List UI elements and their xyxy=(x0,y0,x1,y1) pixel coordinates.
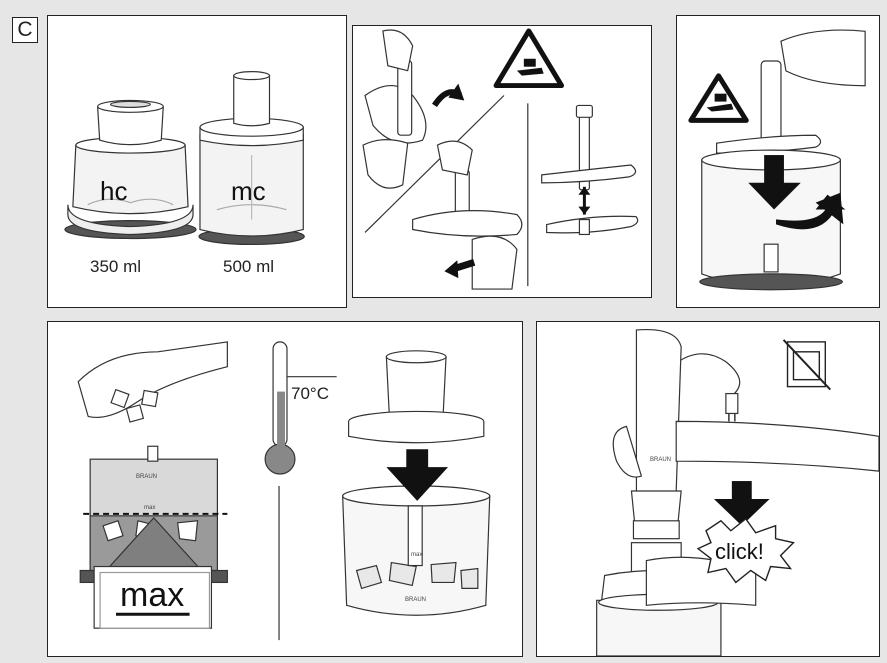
hc-jar-drawing xyxy=(64,99,197,240)
click-burst xyxy=(696,517,795,584)
rotate-arrow-icon xyxy=(776,192,846,230)
jar-max-mark-right: max xyxy=(411,552,423,558)
panel-insert-blade xyxy=(676,15,880,308)
blade-removal-illustration xyxy=(362,28,639,290)
mc-jar-drawing xyxy=(198,71,305,246)
panel-attach-motor: click! BRAUN xyxy=(536,321,880,657)
warning-blade-icon xyxy=(688,73,749,123)
arrow-down-icon xyxy=(386,449,449,501)
jar-max-mark: max xyxy=(144,505,156,511)
warning-blade-icon xyxy=(493,28,565,89)
attach-motor-illustration xyxy=(596,328,879,656)
panel-blade-removal xyxy=(352,25,652,298)
insert-blade-illustration xyxy=(688,29,866,291)
fill-max-illustration xyxy=(77,341,491,641)
no-dishwasher-icon xyxy=(782,339,831,391)
brand-logo-right: BRAUN xyxy=(405,597,427,603)
mc-capacity: 500 ml xyxy=(223,257,275,276)
section-label: C xyxy=(12,17,38,43)
panel-jar-sizes: hc mc 350 ml 500 ml xyxy=(47,15,347,308)
max-fill-label: max xyxy=(120,576,185,614)
mc-jar-code: mc xyxy=(231,176,266,206)
max-temperature-label: 70°C xyxy=(291,384,329,403)
brand-logo: BRAUN xyxy=(136,474,158,480)
panel-fill-max: max 70°C max max BRAUN BRAUN xyxy=(47,321,523,657)
arrow-down-icon xyxy=(748,155,801,210)
jar-illustrations xyxy=(64,71,305,246)
hc-jar-code: hc xyxy=(100,176,128,206)
click-label: click! xyxy=(715,539,764,564)
arrow-down-icon xyxy=(713,481,770,526)
hc-capacity: 350 ml xyxy=(90,257,142,276)
brand-logo-blender: BRAUN xyxy=(650,457,672,463)
